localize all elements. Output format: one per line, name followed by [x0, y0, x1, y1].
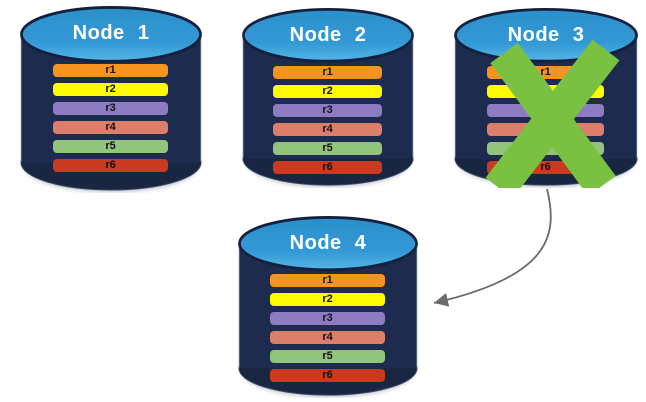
replica-bar-r2: r2 — [487, 85, 604, 98]
replica-bar-r3: r3 — [272, 104, 383, 117]
replica-bar-r5: r5 — [487, 142, 604, 155]
replica-bar-r3: r3 — [270, 312, 385, 325]
replica-bar-r1: r1 — [52, 64, 169, 77]
node-title: Node 4 — [289, 232, 367, 254]
replica-bar-r4: r4 — [272, 123, 383, 136]
replica-bar-r5: r5 — [270, 350, 385, 363]
node-4-cylinder: Node 4 r1 r2 r3 r4 r5 r6 — [238, 215, 418, 398]
node-1-cylinder: Node 1 r1 r2 r3 r4 r5 r6 — [20, 5, 202, 193]
replica-bar-r4: r4 — [270, 331, 385, 344]
replica-bar-r6: r6 — [272, 161, 383, 174]
replica-stack: r1 r2 r3 r4 r5 r6 — [52, 64, 169, 178]
replica-bar-r2: r2 — [270, 293, 385, 306]
replica-bar-r5: r5 — [272, 142, 383, 155]
replica-stack: r1 r2 r3 r4 r5 r6 — [272, 66, 383, 180]
replica-stack: r1 r2 r3 r4 r5 r6 — [270, 274, 385, 388]
replica-bar-r1: r1 — [270, 274, 385, 287]
replica-bar-r3: r3 — [52, 102, 169, 115]
replica-bar-r4: r4 — [487, 123, 604, 136]
replica-bar-r2: r2 — [272, 85, 383, 98]
replica-bar-r2: r2 — [52, 83, 169, 96]
node-title: Node 1 — [72, 22, 150, 44]
replica-bar-r3: r3 — [487, 104, 604, 117]
node-title: Node 3 — [507, 24, 585, 46]
replica-bar-r6: r6 — [487, 161, 604, 174]
node-3-cylinder: Node 3 r1 r2 r3 r4 r5 r6 — [454, 7, 638, 188]
node-title: Node 2 — [289, 24, 367, 46]
replica-bar-r6: r6 — [270, 369, 385, 382]
replica-bar-r1: r1 — [272, 66, 383, 79]
replica-bar-r5: r5 — [52, 140, 169, 153]
replica-bar-r4: r4 — [52, 121, 169, 134]
replica-bar-r6: r6 — [52, 159, 169, 172]
replica-stack: r1 r2 r3 r4 r5 r6 — [487, 66, 604, 180]
node-2-cylinder: Node 2 r1 r2 r3 r4 r5 r6 — [242, 7, 414, 188]
replica-bar-r1: r1 — [487, 66, 604, 79]
